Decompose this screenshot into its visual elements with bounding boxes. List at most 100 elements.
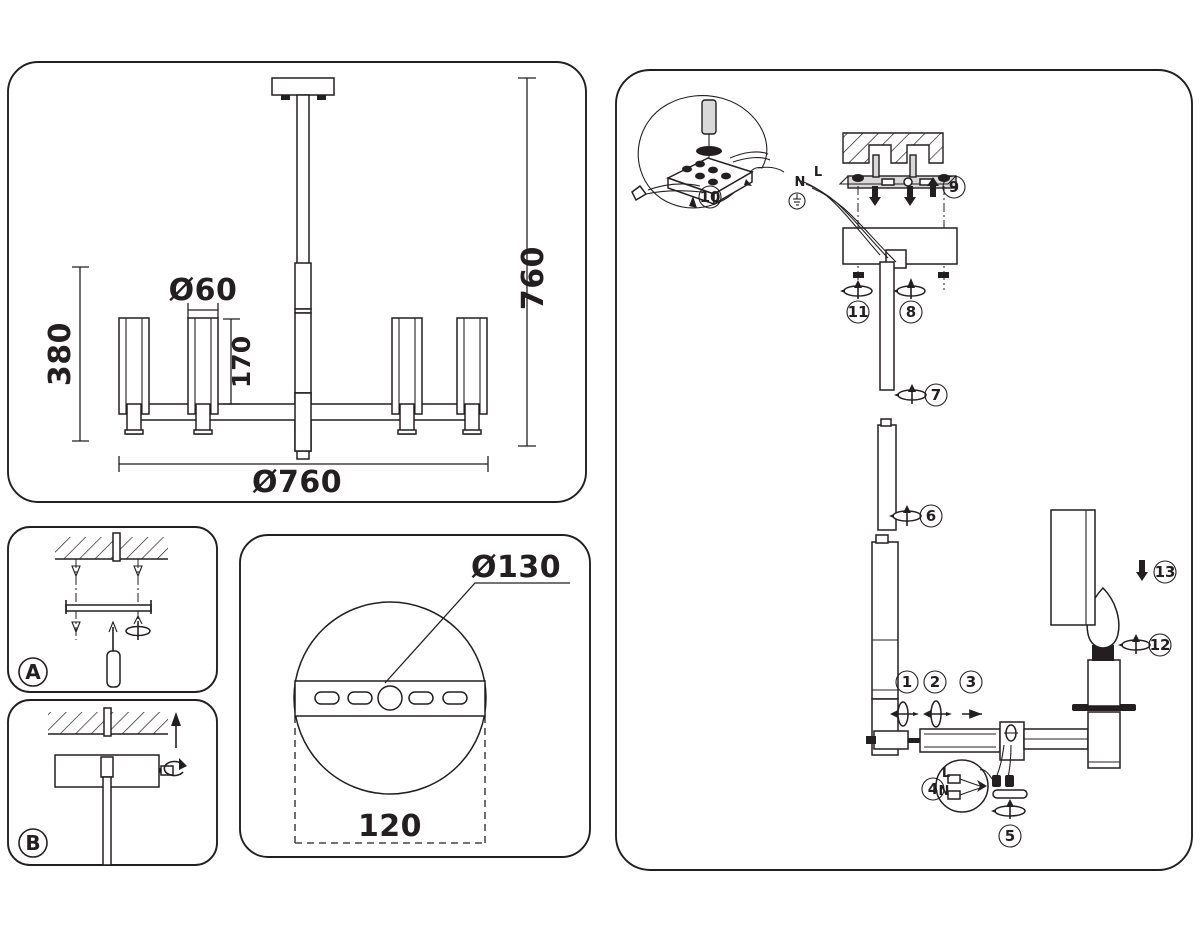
dimension-d130-label: Ø130 (471, 550, 561, 585)
connector-l (947, 774, 961, 784)
down-arrow-13 (1136, 560, 1148, 581)
callout-8-group: 8 (893, 278, 926, 324)
connector-n (947, 790, 961, 800)
callout-4-circle (921, 777, 945, 801)
lamp-arm-1 (118, 317, 150, 435)
lamp-arm-3 (391, 317, 423, 435)
wire-label-l: L (814, 165, 822, 180)
rod-seg-2-tip (880, 418, 892, 427)
ceiling-hatch-a (55, 537, 168, 559)
mount-bracket-a (65, 604, 152, 612)
callout-11-circle (846, 300, 870, 324)
cover-cap-5 (992, 789, 1028, 799)
dimension-shade-length: 170 (223, 318, 256, 405)
lamp-socket (1087, 659, 1121, 707)
wire-label-n: N (795, 175, 806, 190)
upper-rod (296, 94, 310, 266)
dimension-bracket-extent: 120 (294, 716, 486, 844)
bulb-base (1092, 645, 1114, 661)
exploded-assembly-panel: 9 11 8 (615, 69, 1193, 871)
dimension-arm-height: 380 (43, 266, 89, 442)
callout-3-circle (959, 670, 983, 694)
callout-11-group: 11 (840, 280, 873, 324)
canopy-screw-left (281, 95, 290, 100)
canopy (271, 77, 335, 96)
callout-5-group: 5 (991, 789, 1028, 848)
connector-pin-2 (1005, 775, 1014, 787)
callout-7-group: 7 (894, 383, 948, 407)
step-a-panel: A (7, 526, 218, 693)
rod-joint-2 (294, 312, 312, 394)
plate-nut-left (852, 174, 864, 182)
dimension-760-label: 760 (516, 246, 551, 310)
body-tube-upper (871, 541, 899, 700)
detail-screwdriver-handle (701, 99, 717, 135)
shade-1 (118, 317, 150, 415)
set-screw-b (159, 758, 187, 777)
down-arrow-b (904, 186, 916, 206)
plate-slot-1 (881, 178, 895, 186)
center-hole (377, 685, 403, 711)
chandelier-elevation (118, 77, 488, 460)
lamp-arm-4 (456, 317, 488, 435)
shade-exploded (1050, 509, 1096, 626)
step-a-content: A (18, 532, 168, 688)
slot-2 (347, 691, 373, 705)
detail-4-label-l: L (942, 766, 950, 781)
callout-6-label: 6 (926, 507, 936, 525)
shade-4 (456, 317, 488, 415)
plate-hole (903, 177, 913, 187)
callout-12-group: 12 (1118, 633, 1172, 657)
callout-5-circle (998, 824, 1022, 848)
socket-ring-2 (193, 429, 213, 435)
detail-bubble-4: L N 4 (921, 759, 993, 813)
callout-12-label: 12 (1150, 636, 1171, 654)
plate-nut-right (938, 174, 950, 182)
driver-body (919, 728, 1001, 753)
callout-13-group: 13 (1136, 560, 1177, 584)
ceiling-wire-b (103, 707, 112, 737)
callout-5-label: 5 (1005, 827, 1015, 845)
shade-2 (187, 317, 219, 415)
dimension-170-label: 170 (227, 336, 256, 388)
main-elevation-panel: 760 380 Ø60 170 Ø760 (7, 61, 587, 503)
rod-center-front (294, 392, 312, 452)
ceiling-wire-a (112, 532, 121, 562)
callout-6-group: 6 (889, 504, 943, 528)
lamp-arm-2 (187, 317, 219, 435)
driver-bar-group (866, 721, 1089, 787)
rod-insert-b (100, 756, 114, 778)
dimension-overall-width: Ø760 (118, 456, 489, 500)
callout-8-circle (899, 300, 923, 324)
dimension-380-label: 380 (43, 322, 78, 386)
canopy-screw-right (317, 95, 326, 100)
step-b-badge (18, 828, 48, 858)
callout-10-circle (698, 185, 722, 209)
lamp-holder-lower (1087, 711, 1121, 769)
callout-11-label: 11 (848, 303, 869, 321)
callout-7-label: 7 (931, 386, 941, 404)
socket-ring-4 (462, 429, 482, 435)
callout-8-label: 8 (906, 303, 916, 321)
callout-123-group: 1 2 3 (890, 670, 983, 728)
callout-9-circle (942, 175, 966, 199)
rod-seg-1 (879, 261, 895, 391)
slot-4 (442, 691, 468, 705)
callout-4-label: 4 (928, 780, 938, 798)
step-b-panel: B (7, 699, 218, 866)
callout-2-label: 2 (930, 673, 940, 691)
screwdriver-handle-a (106, 650, 121, 688)
driver-lead-left (908, 738, 922, 743)
callout-1-label: 1 (902, 673, 912, 691)
rod-segment-mid: 6 (877, 418, 943, 531)
wiring-group: N L (788, 165, 897, 263)
rod-segment-upper: 7 (879, 261, 948, 407)
driver-end-cap (873, 730, 909, 750)
leader-d130: Ø130 (384, 550, 570, 684)
driver-plug (866, 736, 876, 744)
callout-13-circle (1153, 560, 1177, 584)
main-body-tube (871, 534, 899, 756)
lamp-head-group: 12 13 (1050, 509, 1177, 769)
